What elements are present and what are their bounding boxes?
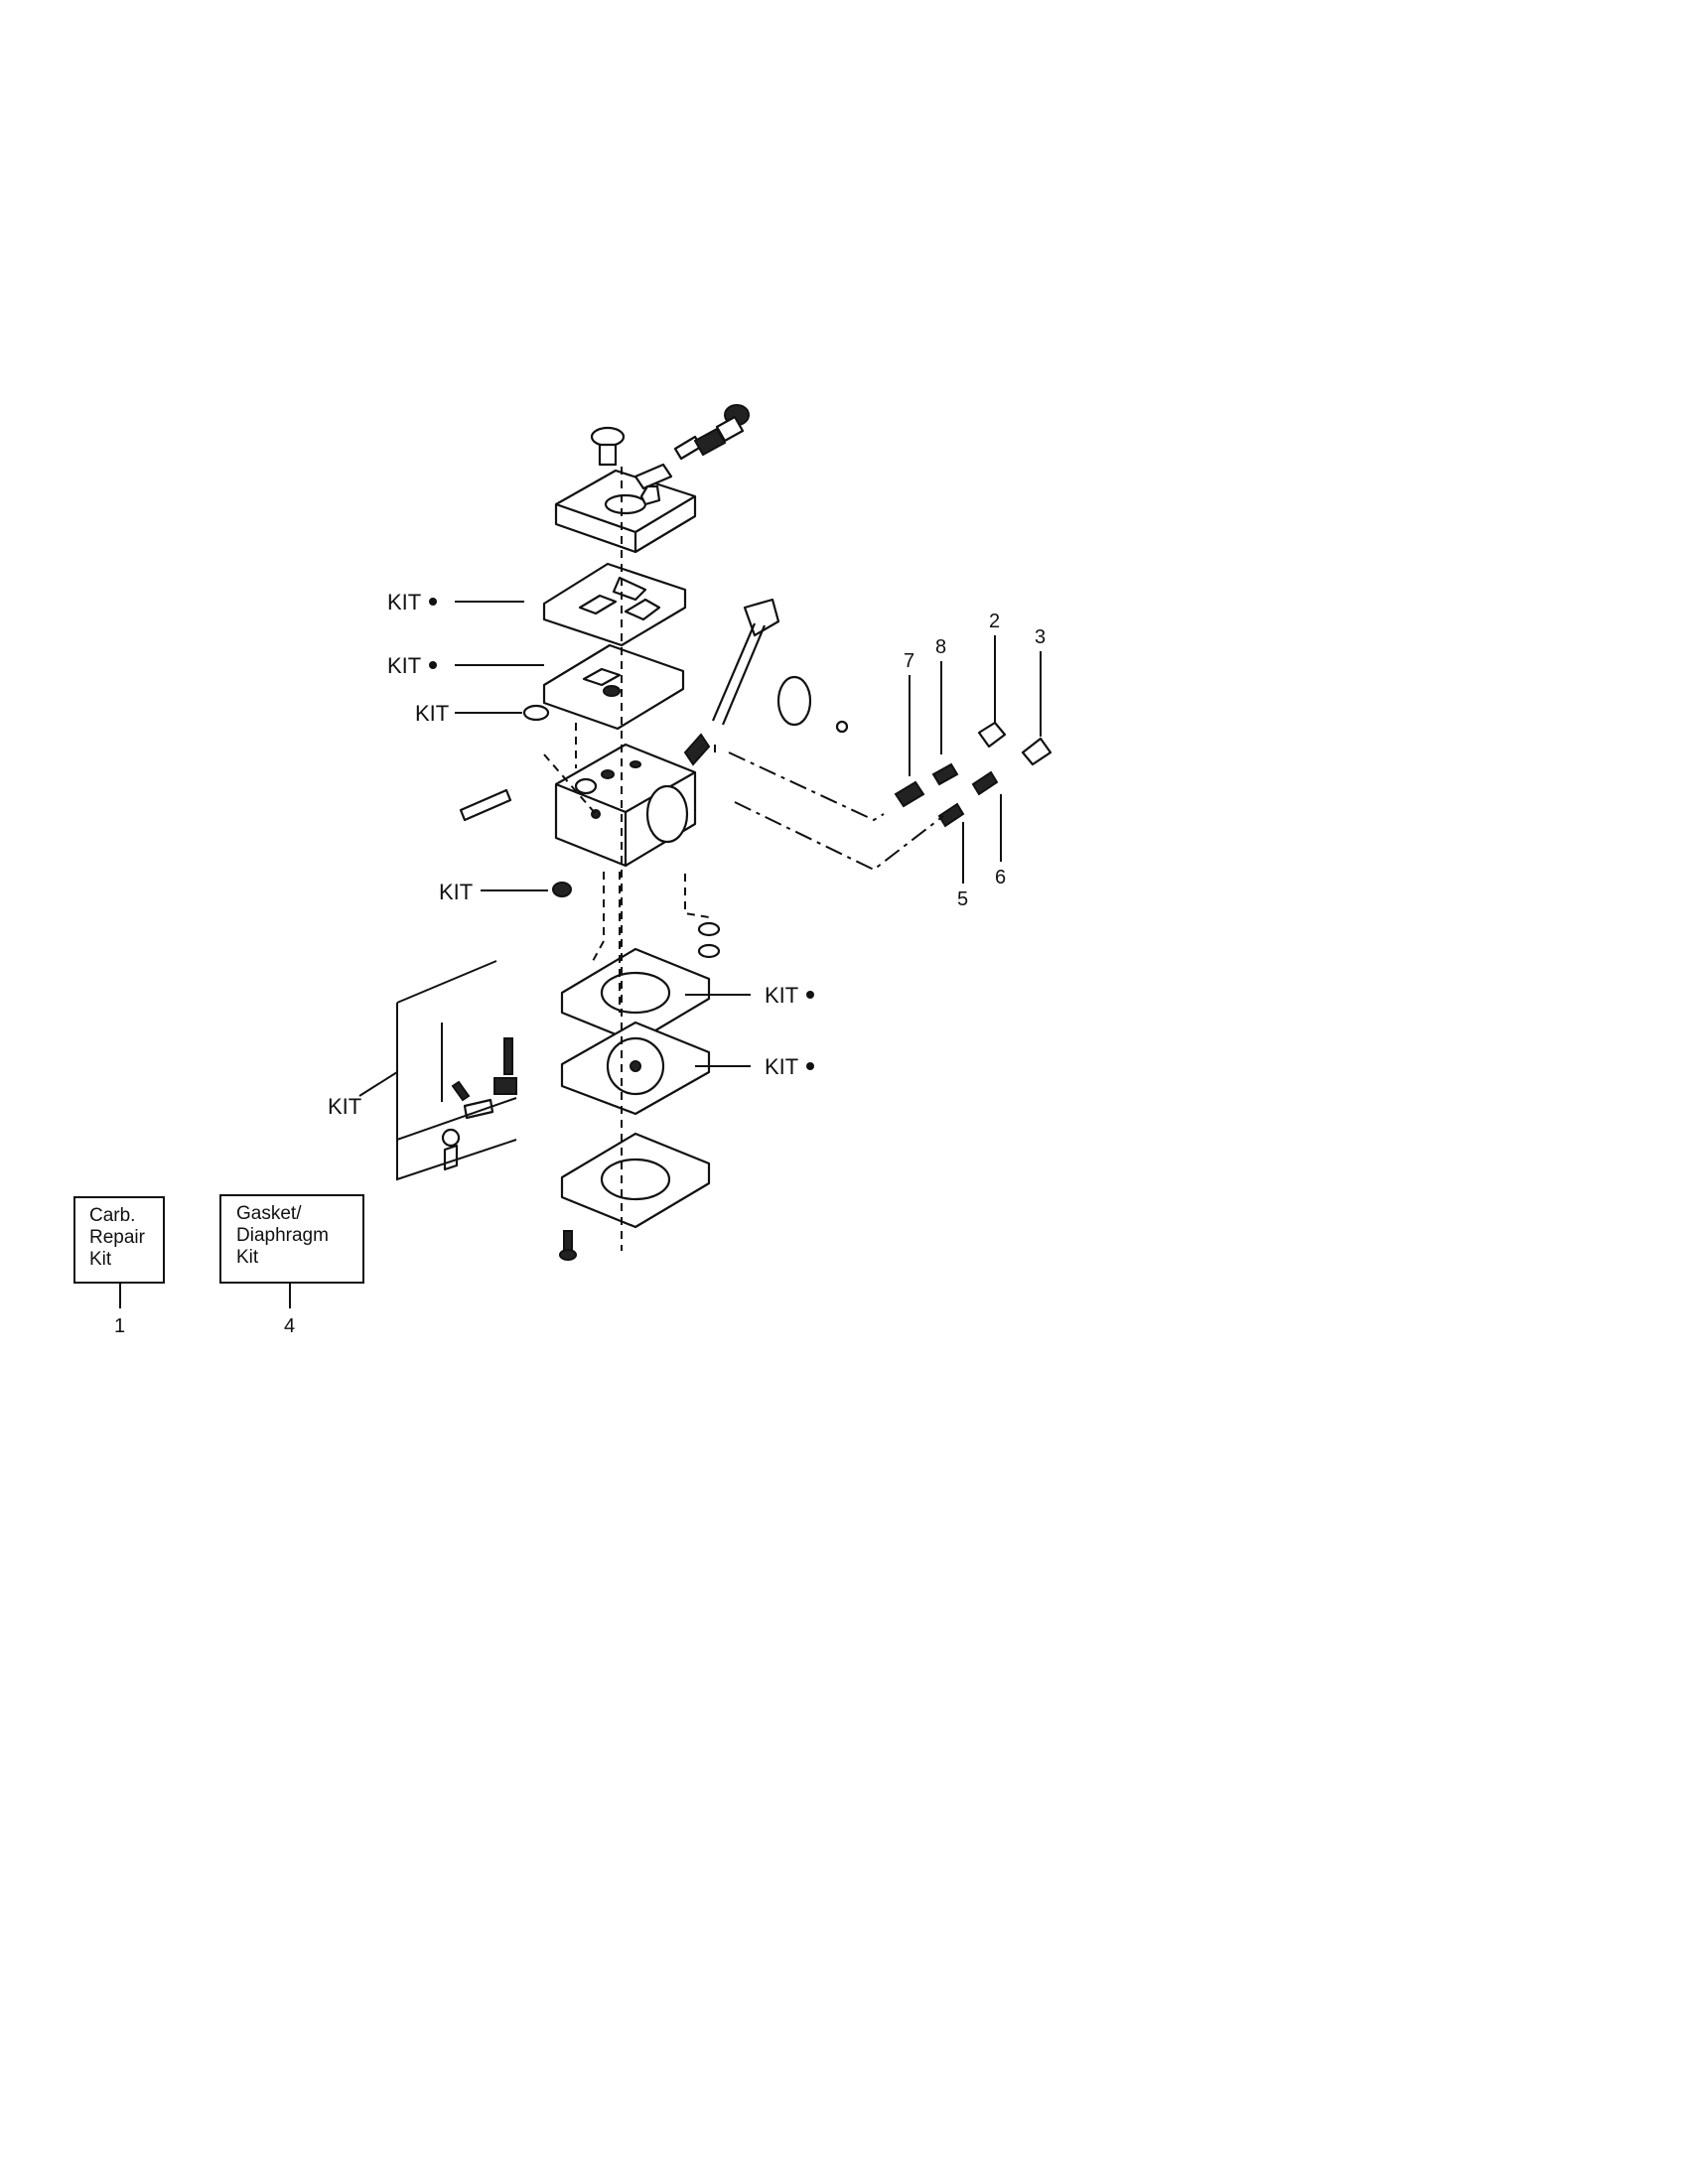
needle-7: [894, 780, 925, 808]
pump-cover-plate: [554, 463, 697, 554]
part-number-3: 3: [1035, 626, 1046, 648]
svg-text:KIT: KIT: [765, 983, 798, 1008]
part-number-6: 6: [995, 867, 1006, 888]
metering-lever-assembly: [441, 1037, 517, 1171]
limiter-cap-2: [977, 721, 1007, 749]
part-number-7: 7: [904, 650, 914, 672]
throttle-plate: [776, 675, 849, 734]
assembly-lines: [543, 467, 944, 1251]
kit-label-1: KIT: [387, 590, 437, 614]
svg-text:4: 4: [284, 1315, 295, 1337]
leader-lines: [358, 601, 1042, 1181]
svg-text:1: 1: [114, 1315, 125, 1337]
svg-text:KIT: KIT: [328, 1094, 361, 1119]
inlet-screen: [522, 704, 550, 722]
part-number-8: 8: [935, 636, 946, 658]
spring-screw-top: [673, 404, 750, 461]
svg-text:KIT: KIT: [387, 590, 421, 614]
svg-text:KIT: KIT: [387, 653, 421, 678]
o-rings: [697, 921, 721, 959]
needle-6: [971, 770, 999, 796]
kit-label-5: KIT: [765, 983, 814, 1008]
svg-text:KIT: KIT: [765, 1054, 798, 1079]
svg-text:Kit: Kit: [89, 1249, 112, 1270]
svg-text:Gasket/: Gasket/: [236, 1203, 302, 1224]
kit-label-4: KIT: [439, 880, 473, 904]
cover-screw: [559, 1230, 577, 1261]
adjust-screw-top: [590, 426, 626, 467]
pump-gasket-plate: [542, 643, 685, 731]
pump-diaphragm-plate: [542, 562, 687, 647]
throttle-shaft: [683, 598, 780, 766]
svg-text:KIT: KIT: [415, 701, 449, 726]
part-number-5: 5: [957, 888, 968, 910]
metering-diaphragm: [560, 1021, 711, 1116]
kit-label-3: KIT: [415, 701, 449, 726]
carburetor-body: [554, 743, 697, 868]
svg-text:Kit: Kit: [236, 1247, 259, 1268]
svg-text:Carb.: Carb.: [89, 1205, 135, 1226]
gasket-diaphragm-kit-box: Gasket/ Diaphragm Kit 4: [219, 1194, 364, 1337]
plug-kit: [552, 882, 572, 897]
needle-pin: [459, 788, 512, 822]
svg-text:Diaphragm: Diaphragm: [236, 1225, 329, 1246]
carb-repair-kit-box: Carb. Repair Kit 1: [73, 1196, 165, 1337]
metering-cover: [560, 1132, 711, 1229]
needle-5: [937, 802, 965, 828]
kit-label-7: KIT: [328, 1094, 361, 1119]
kit-label-2: KIT: [387, 653, 437, 678]
svg-text:Repair: Repair: [89, 1227, 146, 1248]
kit-label-6: KIT: [765, 1054, 814, 1079]
svg-text:KIT: KIT: [439, 880, 473, 904]
part-number-2: 2: [989, 611, 1000, 632]
needle-8: [931, 762, 959, 786]
limiter-cap-3: [1021, 737, 1052, 766]
